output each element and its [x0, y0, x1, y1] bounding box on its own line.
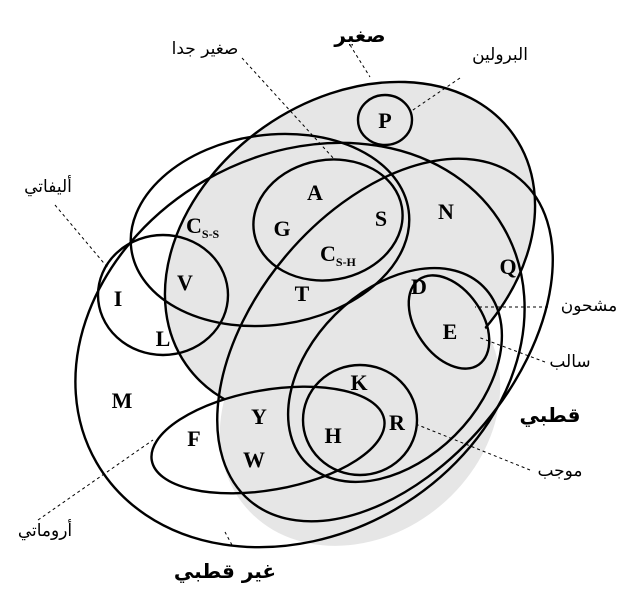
amino-acid-P: P: [378, 108, 391, 133]
label-charged: مشحون: [561, 296, 618, 316]
positive-set-ellipse: [301, 363, 419, 477]
label-nonpolar: غير قطبي: [174, 559, 276, 584]
amino-acid-L: L: [156, 326, 171, 351]
amino-acid-Y: Y: [251, 404, 267, 429]
leader-line-very-small: [241, 57, 336, 161]
label-negative: سالب: [549, 352, 590, 372]
charged-set-ellipse: [286, 266, 504, 484]
amino-acid-K: K: [350, 370, 367, 395]
amino-acid-H: H: [324, 423, 341, 448]
amino-acid-N: N: [438, 199, 454, 224]
amino-acid-F: F: [187, 426, 200, 451]
label-proline: البرولين: [472, 45, 528, 65]
amino-acid-E: E: [443, 319, 458, 344]
amino-acid-Q: Q: [499, 254, 516, 279]
amino-acid-S: S: [375, 206, 387, 231]
label-small: صغير: [333, 23, 385, 47]
leader-line-nonpolar: [224, 531, 233, 546]
hydrophobic-outer-ellipse: [74, 141, 526, 549]
label-positive: موجب: [537, 461, 582, 481]
label-aliphatic: أليفاتي: [24, 175, 72, 197]
amino-acid-C-SS: CS-S: [186, 213, 220, 241]
very-small-set-ellipse: [252, 158, 404, 282]
aliphatic-set-ellipse: [96, 233, 230, 357]
amino-acid-W: W: [243, 447, 265, 472]
amino-acid-A: A: [307, 180, 323, 205]
charged-region-shade: [219, 274, 501, 546]
amino-acid-D: D: [411, 274, 427, 299]
amino-acid-T: T: [295, 281, 310, 306]
cysteine-ss-subscript: S-S: [202, 227, 220, 241]
amino-acid-M: M: [112, 388, 133, 413]
amino-acid-C-SH: CS-H: [320, 241, 357, 269]
amino-acid-V: V: [177, 270, 193, 295]
amino-acid-I: I: [114, 286, 123, 311]
cysteine-sh-subscript: S-H: [336, 255, 357, 269]
amino-acid-R: R: [389, 410, 406, 435]
leader-line-positive: [417, 424, 531, 471]
label-polar: قطبي: [520, 403, 581, 428]
amino-acid-G: G: [273, 216, 290, 241]
aromatic-set-ellipse: [150, 385, 386, 495]
leader-line-aromatic: [37, 439, 154, 521]
leader-line-small: [349, 44, 371, 78]
polar-set-ellipse: [216, 157, 554, 523]
cysteine-sh-base: C: [320, 241, 336, 266]
negative-set-ellipse: [407, 274, 491, 370]
proline-set-circle: [356, 93, 414, 147]
leader-line-aliphatic: [54, 204, 109, 269]
label-aromatic: أروماتي: [18, 519, 72, 541]
leader-line-proline: [409, 77, 461, 113]
hydrophobic-set-ellipse: [129, 132, 411, 328]
label-very-small: صغير جدا: [172, 39, 239, 59]
cysteine-ss-base: C: [186, 213, 202, 238]
